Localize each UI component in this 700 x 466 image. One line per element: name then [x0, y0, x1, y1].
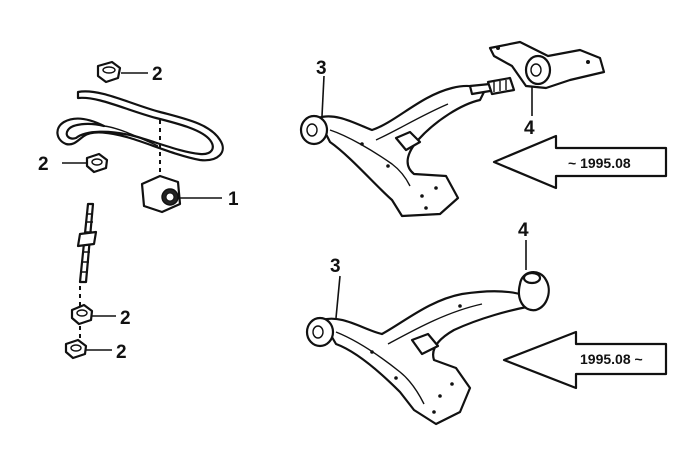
nut-second	[85, 152, 109, 174]
nut-bottom	[64, 338, 88, 360]
arrow-early: ~ 1995.08	[492, 134, 668, 190]
ball-joint-late	[517, 271, 550, 312]
callout-2-third: 2	[120, 308, 131, 329]
rear-bushing-early	[488, 40, 606, 90]
callout-2-bottom: 2	[116, 342, 127, 363]
arrow-early-label: ~ 1995.08	[568, 155, 631, 171]
stabilizer-assembly: 2 2 1 2 2	[38, 60, 239, 363]
control-arm-early	[299, 76, 516, 218]
nut-top	[96, 60, 122, 84]
stabilizer-bushing	[140, 174, 182, 214]
nut-third	[70, 303, 94, 326]
stabilizer-link	[76, 202, 98, 284]
callout-4-lower: 4	[518, 220, 529, 241]
callout-3-upper: 3	[316, 58, 327, 79]
control-arm-late	[305, 290, 534, 426]
arrow-late: 1995.08 ~	[502, 330, 668, 390]
arrow-late-label: 1995.08 ~	[580, 351, 643, 367]
callout-2-top: 2	[152, 64, 163, 85]
callout-3-lower: 3	[330, 256, 341, 277]
stabilizer-bar	[56, 90, 224, 162]
callout-2-second: 2	[38, 154, 49, 175]
callout-1: 1	[228, 189, 239, 210]
callout-4-upper: 4	[524, 118, 535, 139]
